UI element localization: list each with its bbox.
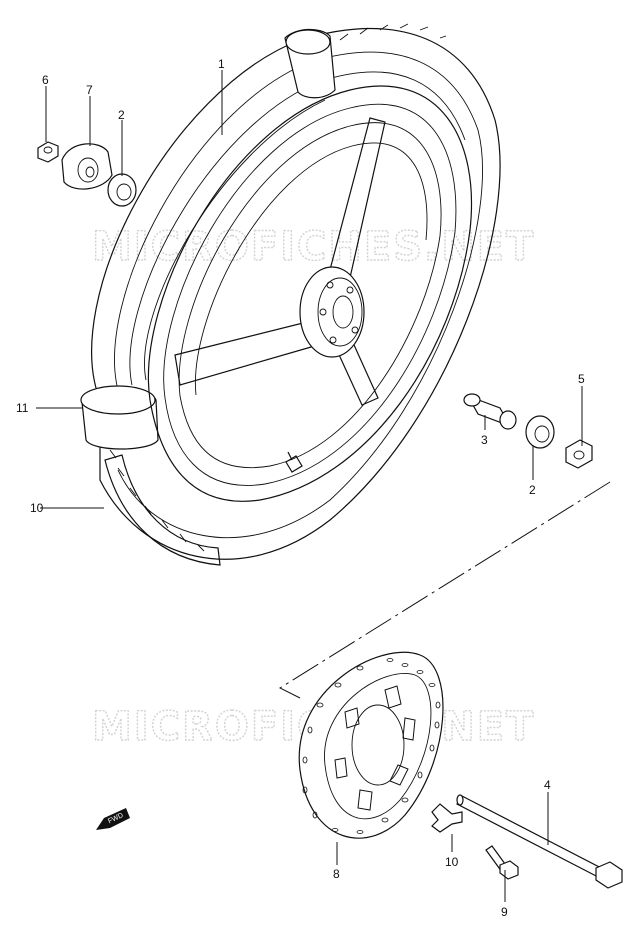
callout-6: 6 (42, 73, 49, 87)
callout-2-upper: 2 (118, 108, 125, 122)
rim-spokes (174, 117, 386, 406)
watermark-top: MICROFICHES.NET (92, 224, 535, 270)
axle-nut-5 (565, 439, 593, 469)
callout-11: 10 (30, 501, 44, 515)
fwd-arrow: FWD (96, 808, 130, 830)
callout-5: 5 (578, 372, 585, 386)
callout-4: 4 (544, 778, 551, 792)
rim (147, 85, 473, 502)
nut-6 (37, 141, 59, 163)
bolt-9 (485, 845, 519, 880)
disc-holes (302, 658, 441, 834)
callout-2-lower: 2 (529, 483, 536, 497)
bearing-2-lower (525, 415, 555, 449)
axle-4 (456, 794, 623, 889)
callout-8: 8 (333, 867, 340, 881)
hub (299, 266, 365, 358)
callout-3: 3 (481, 433, 488, 447)
tire (91, 23, 501, 566)
wheel-assembly (80, 23, 501, 566)
callout-10: 10 (445, 855, 459, 869)
tube-section (80, 385, 159, 450)
alignment-line (278, 481, 611, 699)
speedometer-gearbox-7 (61, 143, 113, 190)
tube-top (284, 28, 336, 99)
spacer-3 (463, 393, 517, 430)
valve (285, 451, 303, 473)
tire-tread (104, 23, 447, 566)
bearing-2-upper (107, 173, 137, 207)
callout-1: 1 (218, 57, 225, 71)
callout-12: 11 (16, 401, 29, 415)
callouts: 1 2 3 2 4 5 6 7 8 9 10 10 11 (16, 57, 585, 919)
callout-9: 9 (501, 905, 508, 919)
disc-windows (334, 685, 416, 811)
brake-disc-8 (298, 651, 444, 839)
leader-lines (36, 70, 583, 902)
lock-plate-10 (431, 803, 463, 833)
callout-7: 7 (86, 83, 93, 97)
